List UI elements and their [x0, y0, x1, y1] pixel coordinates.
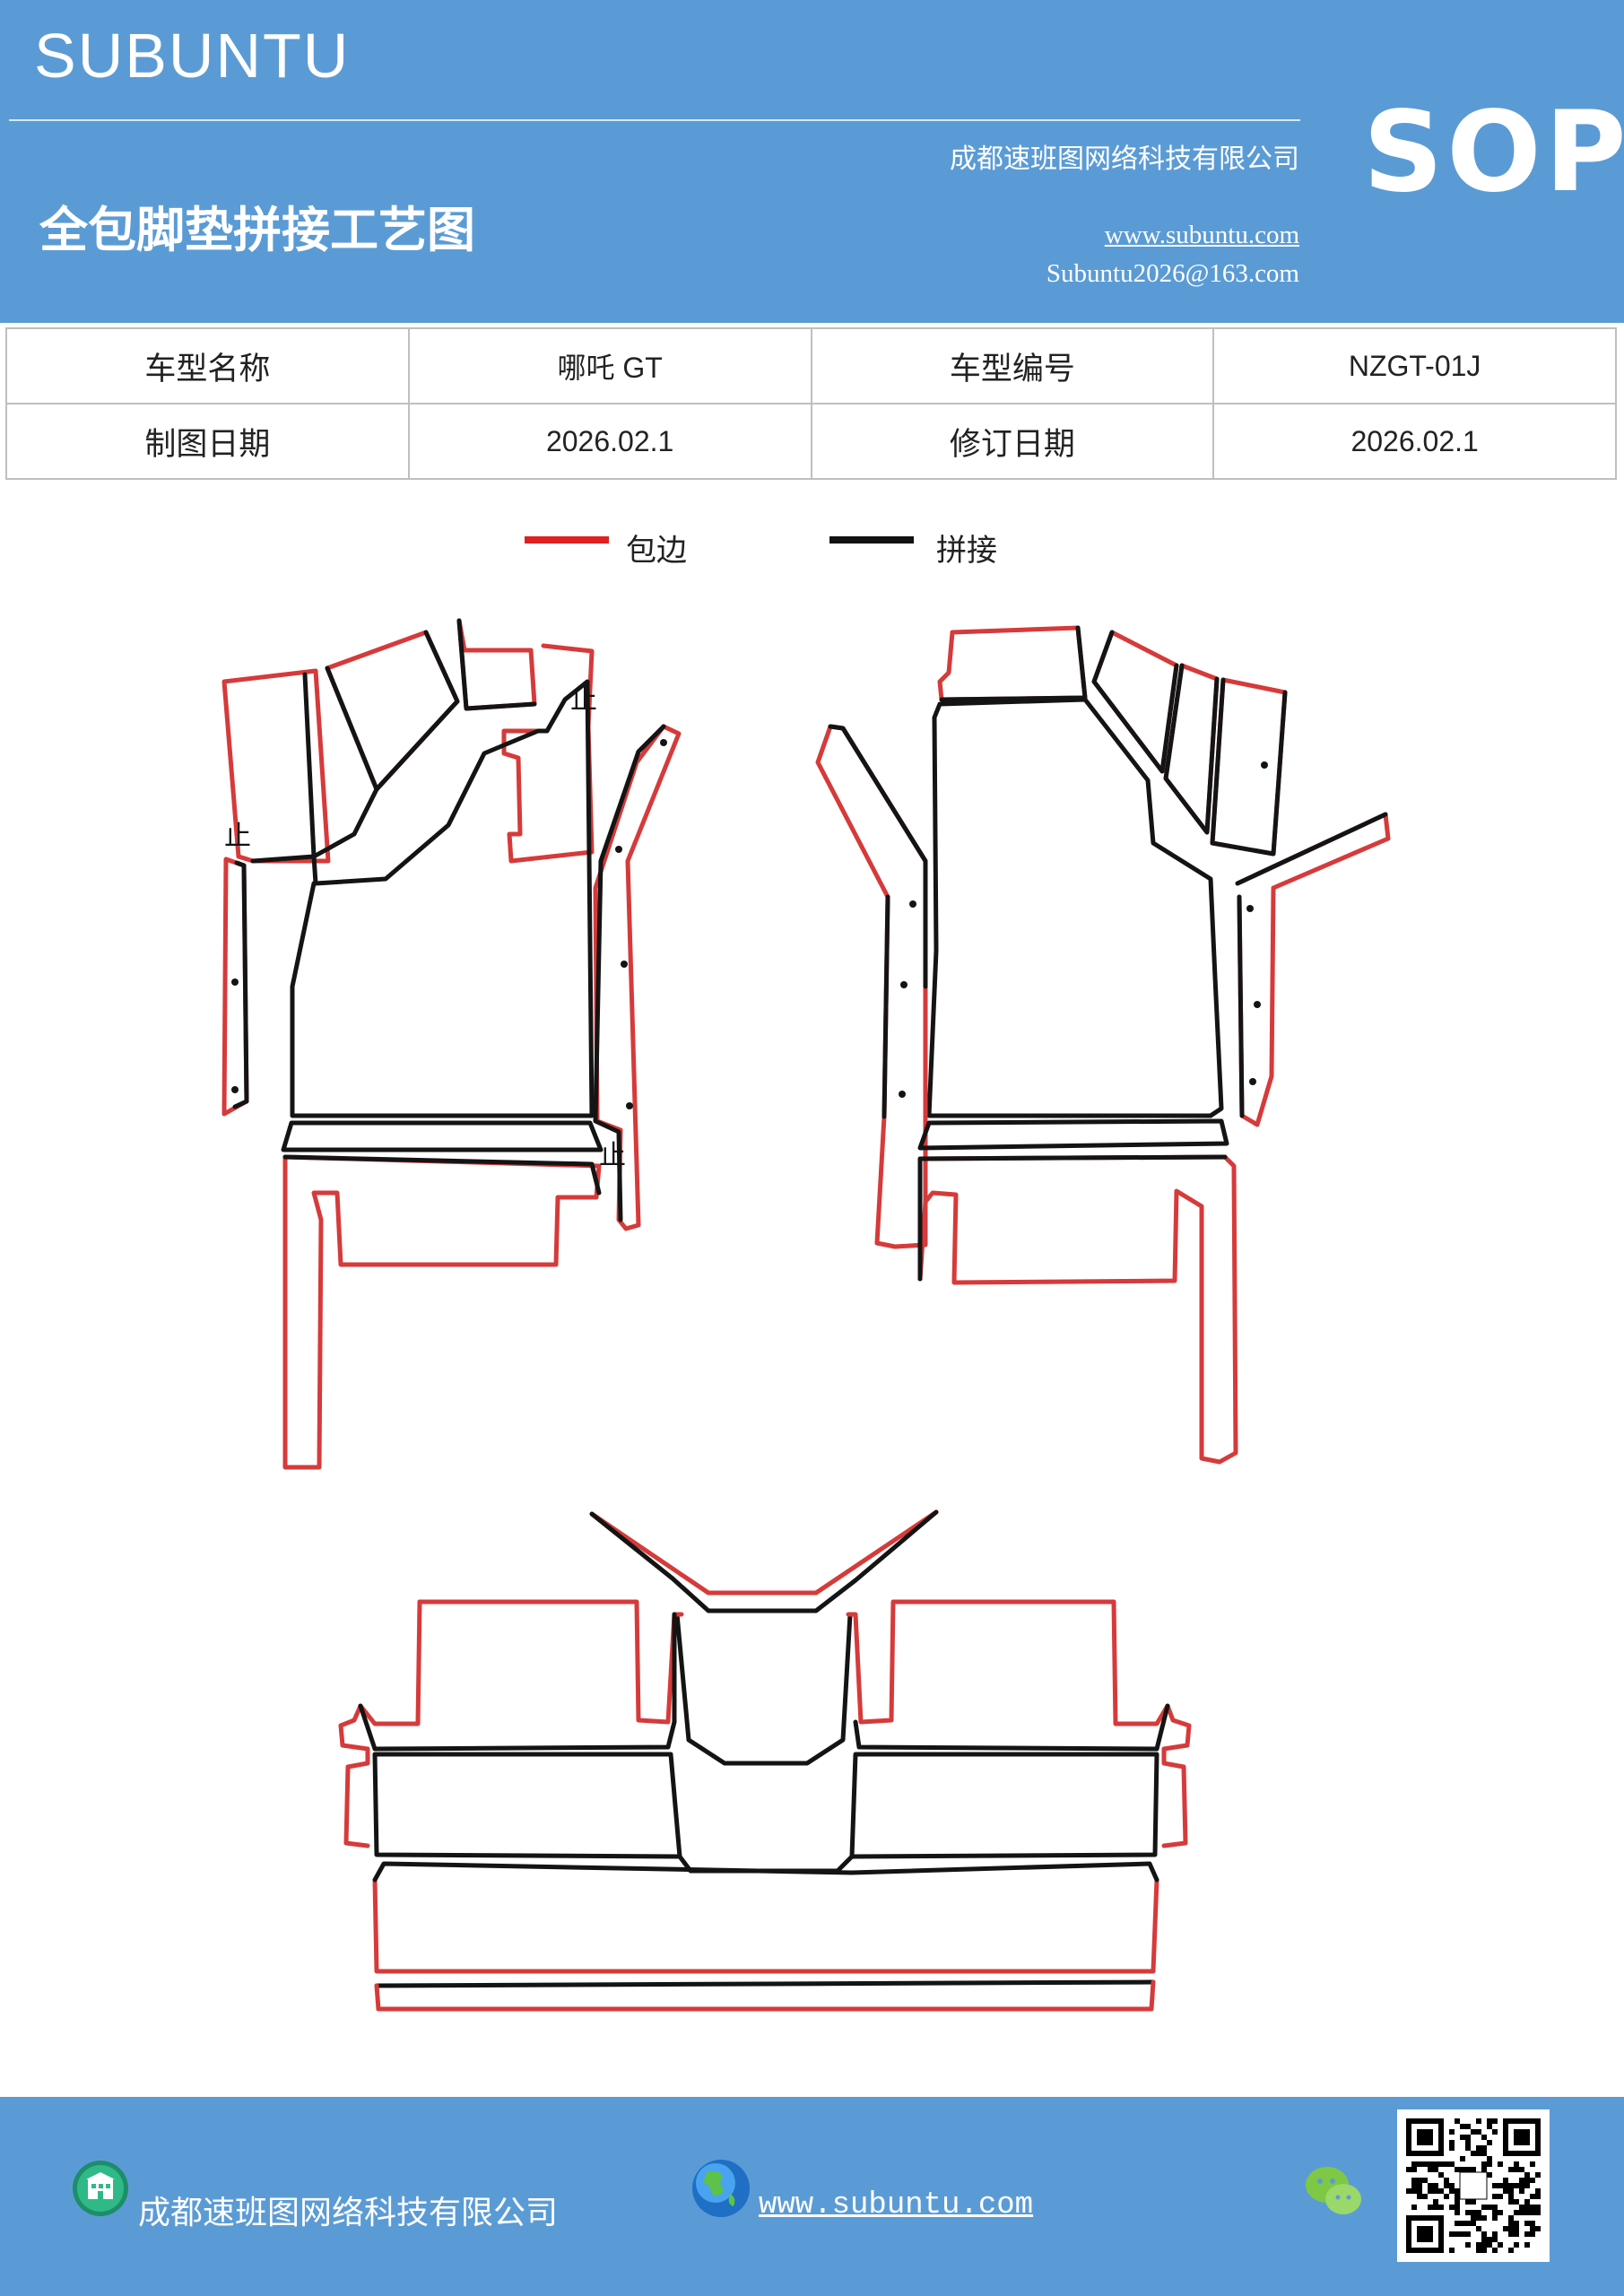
stop-mark: 止 — [599, 1140, 626, 1171]
qr-code-icon[interactable] — [1397, 2109, 1550, 2266]
wechat-icon[interactable] — [1304, 2165, 1363, 2221]
building-icon — [72, 2160, 129, 2221]
footer-company-name: 成都速班图网络科技有限公司 — [138, 2195, 559, 2231]
stop-mark: 止 — [224, 821, 251, 852]
sop-badge: SOP — [1363, 88, 1624, 217]
drawing-date-value: 2026.02.1 — [407, 403, 812, 480]
vehicle-info-table: 车型名称 哪吒 GT 车型编号 NZGT-01J 制图日期 2026.02.1 … — [5, 327, 1617, 480]
globe-icon — [690, 2158, 751, 2222]
company-name: 成都速班图网络科技有限公司 — [950, 144, 1299, 175]
stop-mark: 止 — [570, 684, 597, 716]
drawing-date-label: 制图日期 — [5, 403, 410, 480]
revision-date-label: 修订日期 — [810, 403, 1215, 480]
left-front-mat: 止 止 止 — [221, 618, 682, 1470]
rear-mat — [338, 1509, 1192, 2012]
floor-mat-diagram: 止 止 止 — [221, 618, 1391, 2012]
right-front-mat — [815, 625, 1391, 1465]
footer-banner: 成都速班图网络科技有限公司 www.subuntu.com — [0, 2097, 1624, 2296]
brand-name: SUBUNTU — [34, 21, 351, 91]
website-link[interactable]: www.subuntu.com — [1104, 221, 1299, 249]
legend-swatch-seam — [829, 536, 914, 544]
header-divider — [9, 119, 1300, 121]
document-title: 全包脚垫拼接工艺图 — [39, 202, 475, 258]
legend-swatch-edging — [525, 536, 609, 544]
revision-date-value: 2026.02.1 — [1212, 403, 1617, 480]
legend-label-edging: 包边 — [626, 533, 687, 569]
model-name-value: 哪吒 GT — [407, 327, 812, 404]
email-address[interactable]: Subuntu2026@163.com — [1046, 259, 1299, 288]
footer-website-link[interactable]: www.subuntu.com — [759, 2188, 1034, 2222]
model-name-label: 车型名称 — [5, 327, 410, 404]
table-row: 制图日期 2026.02.1 修订日期 2026.02.1 — [5, 403, 1617, 480]
table-row: 车型名称 哪吒 GT 车型编号 NZGT-01J — [5, 327, 1617, 404]
header-banner: SUBUNTU 成都速班图网络科技有限公司 全包脚垫拼接工艺图 www.subu… — [0, 0, 1624, 323]
model-code-label: 车型编号 — [810, 327, 1215, 404]
legend-label-seam: 拼接 — [936, 533, 997, 569]
model-code-value: NZGT-01J — [1212, 327, 1617, 404]
